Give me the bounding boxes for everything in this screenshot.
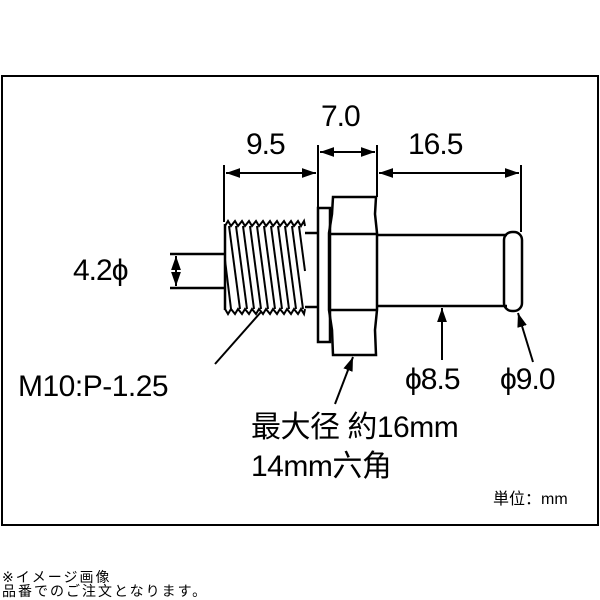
shaft	[377, 233, 507, 308]
thread-leader	[214, 311, 262, 365]
nut-leader	[334, 356, 354, 405]
shaft-length-label: 16.5	[408, 128, 463, 161]
drawing-frame	[1, 75, 599, 526]
thread-length-label: 9.5	[246, 128, 286, 161]
thread-section	[223, 218, 306, 317]
thread-spec-label: M10:P-1.25	[18, 370, 169, 403]
stub-outline	[170, 252, 224, 290]
end-diameter-label: ϕ9.0	[500, 363, 556, 396]
neck	[305, 231, 318, 309]
footnote-image-note: ※イメージ画像	[2, 570, 112, 586]
shaft-diameter-label: ϕ8.5	[405, 363, 461, 396]
stub-diameter-label: 4.2ϕ	[73, 254, 129, 287]
nut-hex-size-label: 14mm六角	[251, 450, 392, 483]
end-diameter-leader	[517, 312, 534, 363]
nut-width-label: 7.0	[321, 100, 361, 133]
nut-max-diameter-label: 最大径 約16mm	[251, 411, 459, 444]
extension-lines	[223, 145, 522, 232]
hex-nut	[327, 195, 379, 357]
footnote-order-note: 品番でのご注文となります。	[2, 584, 209, 600]
shaft-end-bead	[502, 230, 524, 313]
unit-label: 単位：mm	[493, 491, 568, 508]
